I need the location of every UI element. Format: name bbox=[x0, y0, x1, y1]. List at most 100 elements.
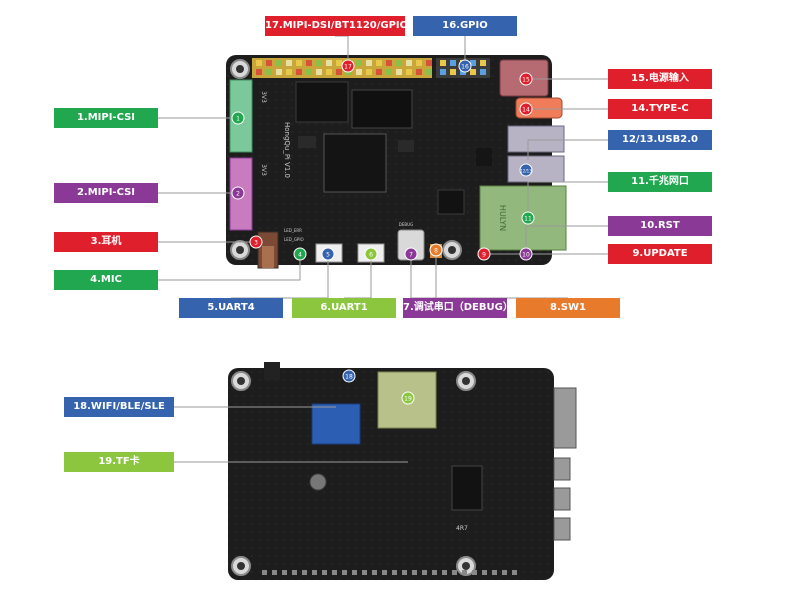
callout-marker-number: 8 bbox=[434, 248, 438, 255]
back-ic bbox=[451, 465, 483, 511]
callout-label-12-13: 12/13.USB2.0 bbox=[608, 130, 712, 150]
header-pin bbox=[396, 69, 402, 75]
header-pin bbox=[502, 570, 507, 575]
header-pin bbox=[276, 60, 282, 66]
header-pin bbox=[276, 69, 282, 75]
header-pin bbox=[316, 60, 322, 66]
callout-label-3: 3.耳机 bbox=[54, 232, 158, 252]
header-pin bbox=[392, 570, 397, 575]
callout-label-10: 10.RST bbox=[608, 216, 712, 236]
leader-line bbox=[335, 35, 349, 66]
callout-marker-number: 6 bbox=[369, 252, 373, 259]
header-pin bbox=[292, 570, 297, 575]
header-pin bbox=[422, 570, 427, 575]
callout-marker-circle bbox=[231, 111, 245, 125]
header-pin bbox=[356, 69, 362, 75]
header-pin bbox=[296, 60, 302, 66]
callout-label-5: 5.UART4 bbox=[179, 298, 283, 318]
callout-label-16: 16.GPIO bbox=[413, 16, 517, 36]
header-pin bbox=[426, 60, 432, 66]
callout-marker-circle bbox=[249, 235, 263, 249]
header-pin bbox=[306, 69, 312, 75]
header-pin bbox=[356, 60, 362, 66]
callout-marker-circle bbox=[521, 211, 535, 225]
callout-marker-circle bbox=[429, 243, 443, 257]
callout-marker-circle bbox=[519, 102, 533, 116]
back-jack bbox=[264, 362, 280, 380]
header-pin bbox=[322, 570, 327, 575]
header-pin bbox=[386, 60, 392, 66]
callout-marker-number: 19 bbox=[404, 396, 412, 403]
header-pin bbox=[416, 60, 422, 66]
header-pin bbox=[376, 60, 382, 66]
callout-marker-number: 2 bbox=[236, 191, 240, 198]
header-pin bbox=[442, 570, 447, 575]
header-pin bbox=[316, 69, 322, 75]
leader-line bbox=[525, 225, 608, 254]
callout-marker-number: 11 bbox=[524, 216, 532, 223]
callout-marker: 14 bbox=[519, 102, 533, 116]
callout-marker: 19 bbox=[401, 391, 415, 405]
callout-marker-circle bbox=[401, 391, 415, 405]
header-pin bbox=[512, 570, 517, 575]
callout-label-7: 7.调试串口（DEBUG） bbox=[403, 298, 513, 318]
callout-marker: 1 bbox=[231, 111, 245, 125]
header-pin bbox=[336, 69, 342, 75]
header-pin bbox=[266, 60, 272, 66]
callout-label-4: 4.MIC bbox=[54, 270, 158, 290]
ethernet-brand: HULYN bbox=[498, 205, 507, 231]
header-pin bbox=[372, 570, 377, 575]
header-pin bbox=[386, 69, 392, 75]
header-pin bbox=[472, 570, 477, 575]
header-pin bbox=[480, 69, 486, 75]
callout-label-2: 2.MIPI-CSI bbox=[54, 183, 158, 203]
header-pin bbox=[336, 60, 342, 66]
callout-marker-number: 1 bbox=[236, 116, 240, 123]
header-pin bbox=[302, 570, 307, 575]
callout-marker-circle bbox=[231, 186, 245, 200]
header-pin bbox=[470, 60, 476, 66]
leader-line bbox=[527, 139, 608, 160]
callout-marker: 6 bbox=[364, 247, 378, 261]
callout-marker-circle bbox=[477, 247, 491, 261]
header-pin bbox=[480, 60, 486, 66]
header-pin bbox=[306, 60, 312, 66]
back-header-pins bbox=[262, 570, 517, 575]
wifi-module bbox=[311, 403, 361, 445]
callout-marker-circle bbox=[519, 72, 533, 86]
header-pin bbox=[256, 69, 262, 75]
callout-marker-circle bbox=[519, 247, 533, 261]
pmic-chip bbox=[437, 189, 465, 215]
header-pin bbox=[376, 69, 382, 75]
header-pin bbox=[412, 570, 417, 575]
callout-marker-number: 4 bbox=[298, 252, 302, 259]
header-pin bbox=[326, 69, 332, 75]
header-pin bbox=[470, 69, 476, 75]
callout-marker: 10 bbox=[519, 247, 533, 261]
header-pin bbox=[402, 570, 407, 575]
callout-marker-circle bbox=[321, 247, 335, 261]
header-pin bbox=[366, 69, 372, 75]
flash-chip bbox=[351, 89, 413, 129]
usb2-port-12 bbox=[507, 155, 565, 183]
callout-marker: 18 bbox=[342, 369, 356, 383]
header-pin bbox=[492, 570, 497, 575]
silk-debug: DEBUG bbox=[399, 222, 413, 227]
callout-marker: 15 bbox=[519, 72, 533, 86]
header-pin bbox=[286, 60, 292, 66]
callout-label-9: 9.UPDATE bbox=[608, 244, 712, 264]
board-back: 4R7 bbox=[228, 362, 577, 580]
header-pin bbox=[426, 69, 432, 75]
header-pin bbox=[416, 69, 422, 75]
soc-chip bbox=[323, 133, 387, 193]
silk-3v3-b: 3V3 bbox=[260, 164, 267, 176]
callout-marker: 9 bbox=[477, 247, 491, 261]
header-pin bbox=[406, 60, 412, 66]
callout-label-6: 6.UART1 bbox=[292, 298, 396, 318]
callout-marker-circle bbox=[364, 247, 378, 261]
header-pin bbox=[266, 69, 272, 75]
header-pin bbox=[396, 60, 402, 66]
header-pin bbox=[366, 60, 372, 66]
